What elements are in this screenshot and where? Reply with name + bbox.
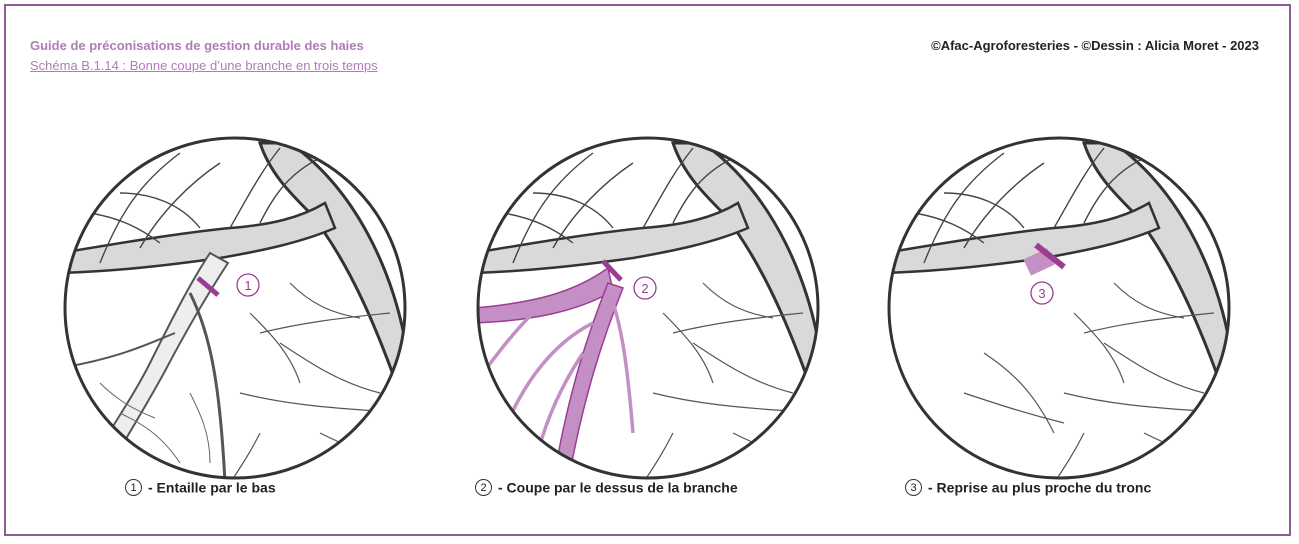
- topcut-mark: [601, 259, 623, 282]
- schema-subtitle: Schéma B.1.14 : Bonne coupe d’une branch…: [30, 58, 378, 73]
- illustration-final-cut: 3: [887, 136, 1231, 480]
- undercut-mark: [196, 276, 220, 297]
- guide-title: Guide de préconisations de gestion durab…: [30, 38, 364, 53]
- panel-2: 2: [473, 133, 823, 483]
- final-cut-mark: [1034, 242, 1066, 270]
- caption-1-text: - Entaille par le bas: [148, 479, 276, 496]
- caption-3-text: - Reprise au plus proche du tronc: [928, 479, 1152, 496]
- credit-line: ©Afac-Agroforesteries - ©Dessin : Alicia…: [931, 38, 1259, 53]
- panel-3: 3: [884, 133, 1234, 483]
- marker-2-text: 2: [641, 281, 648, 296]
- caption-1: 1 - Entaille par le bas: [125, 478, 276, 496]
- caption-3-number: 3: [905, 478, 922, 496]
- illustration-topcut: 2: [476, 136, 820, 480]
- panel-1: 1: [60, 133, 410, 483]
- caption-1-number: 1: [125, 478, 142, 496]
- illustration-undercut: 1: [63, 136, 407, 480]
- caption-3: 3 - Reprise au plus proche du tronc: [905, 478, 1151, 496]
- marker-1-text: 1: [244, 278, 251, 293]
- caption-2: 2 - Coupe par le dessus de la branche: [475, 478, 738, 496]
- marker-3-text: 3: [1038, 286, 1045, 301]
- caption-2-text: - Coupe par le dessus de la branche: [498, 479, 738, 496]
- caption-2-number: 2: [475, 478, 492, 496]
